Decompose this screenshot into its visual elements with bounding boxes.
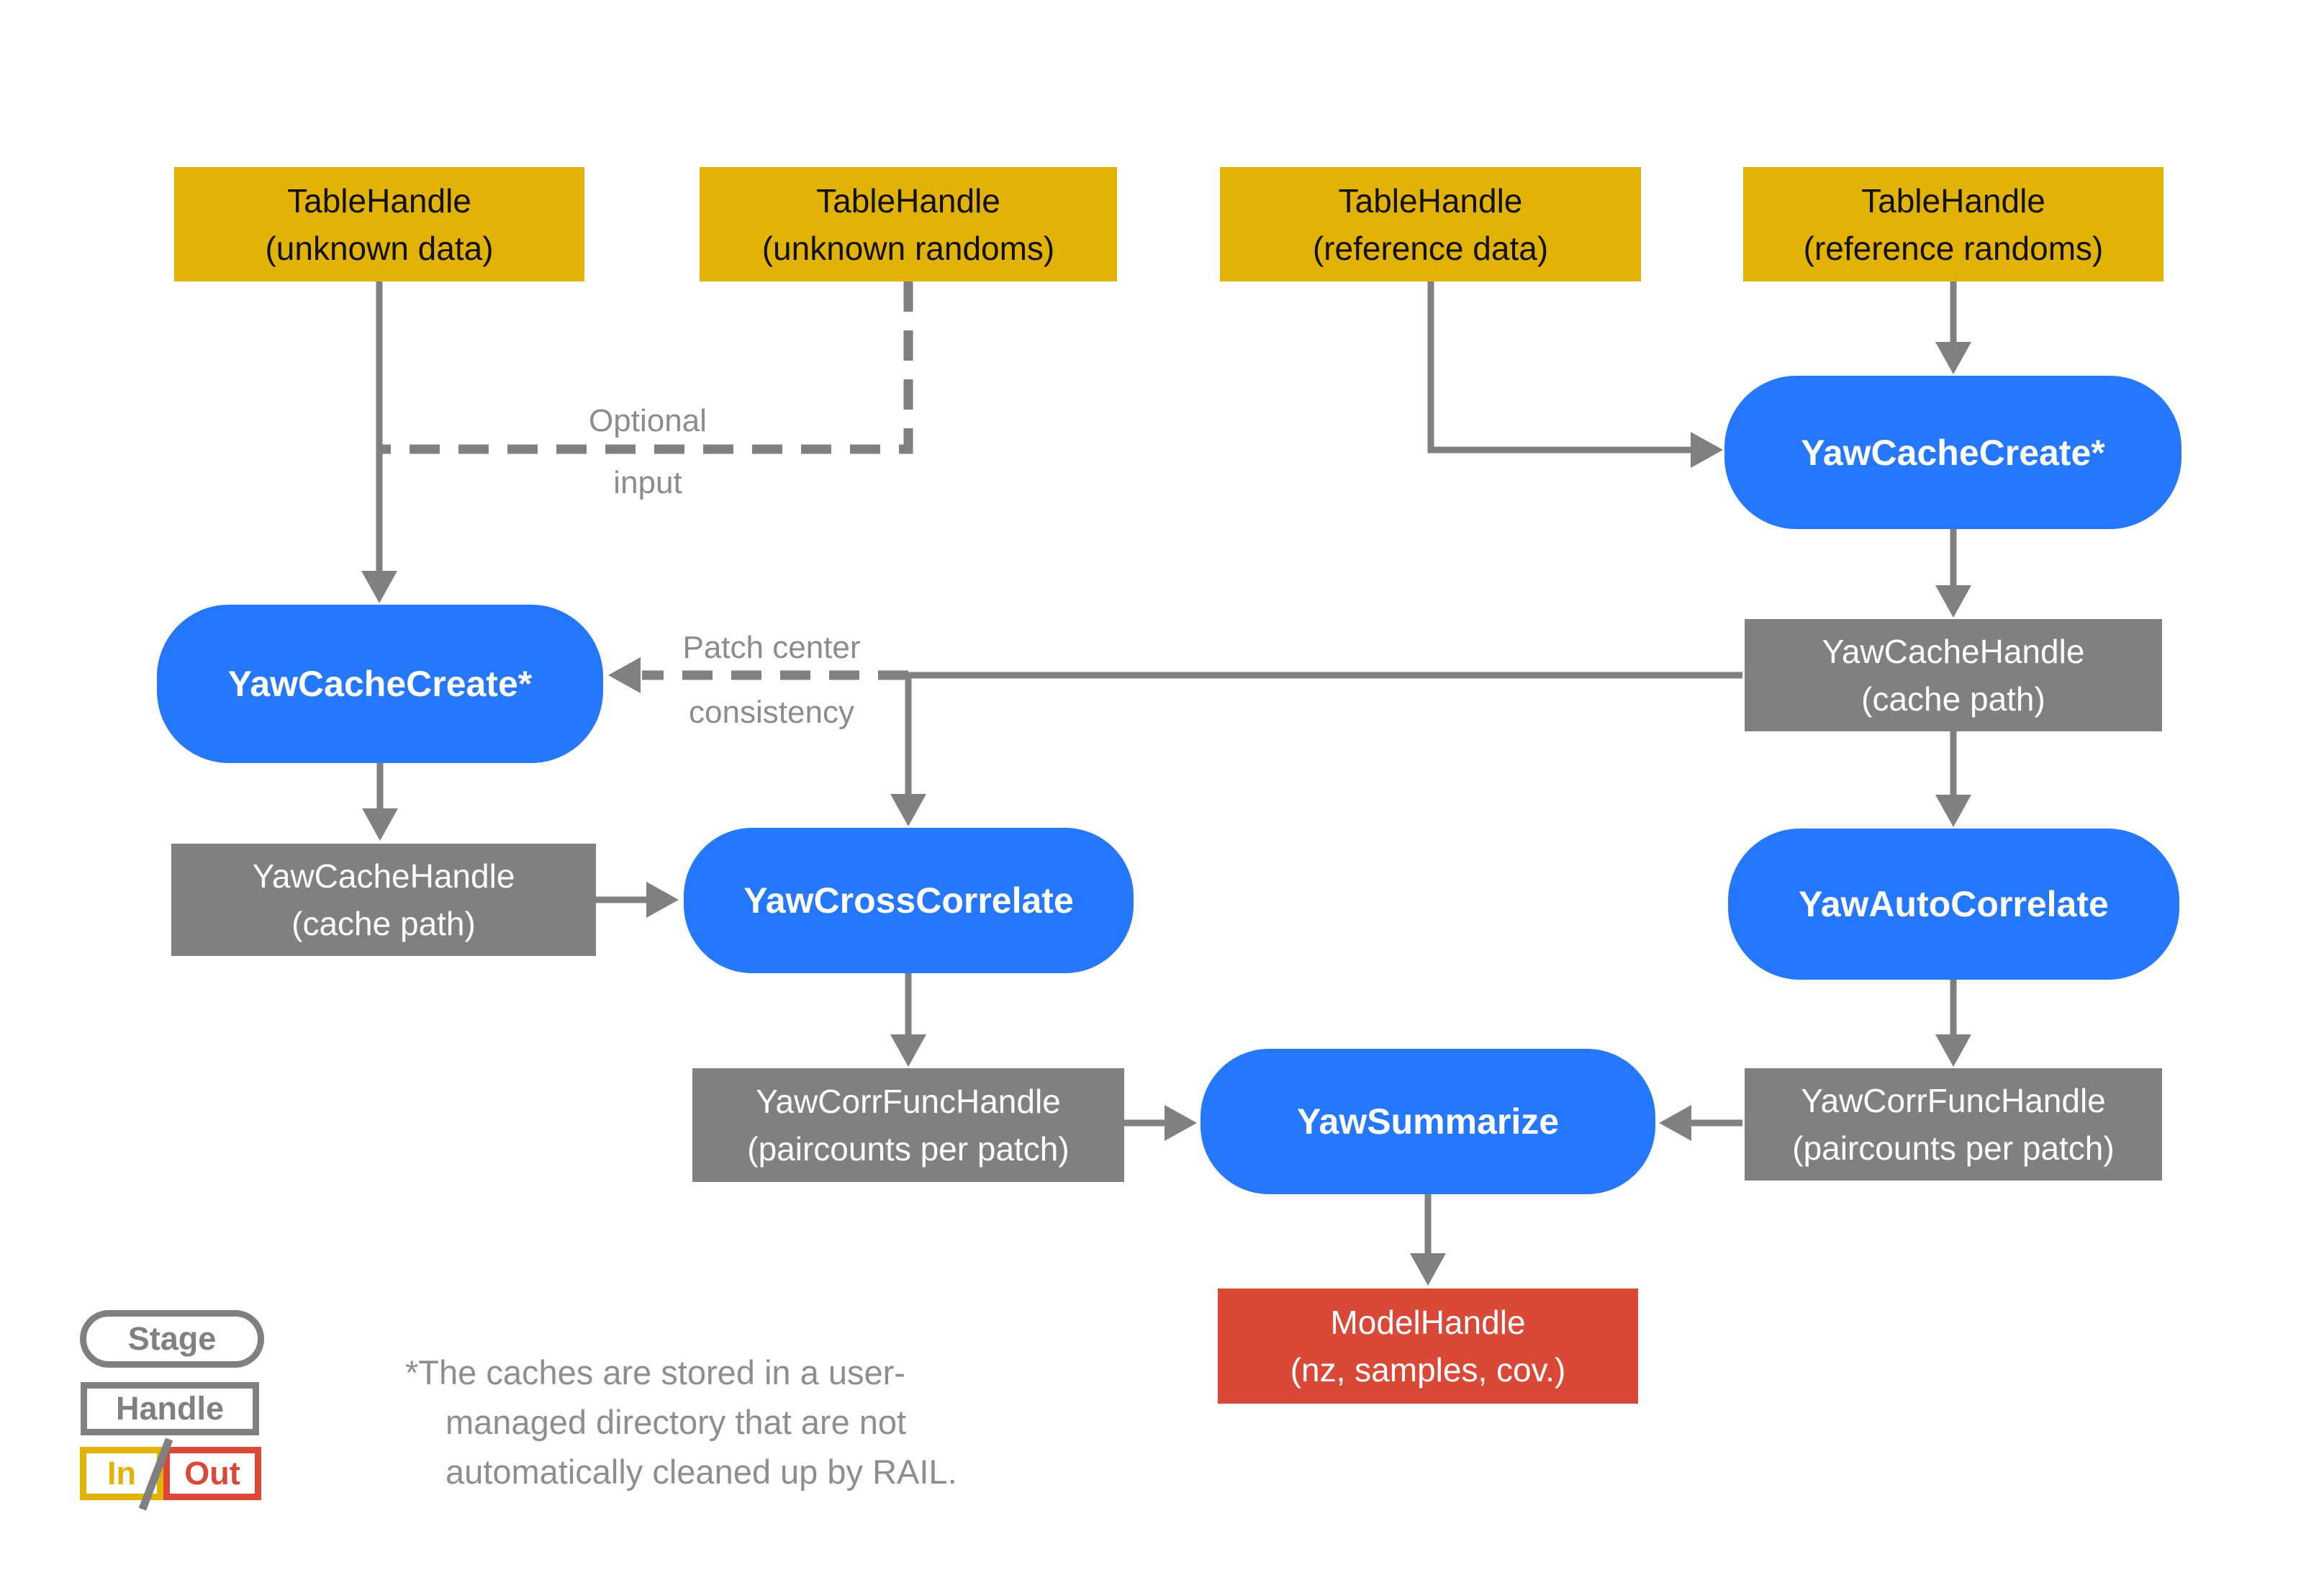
edge-summarize-to-model-handle xyxy=(1410,1194,1446,1286)
edge-cache-handle-left-to-cross-correlate xyxy=(596,882,679,918)
edge-reference-data-to-cache-create-right xyxy=(1427,281,1723,468)
node-title: TableHandle xyxy=(1861,181,2045,220)
node-subtitle: (paircounts per patch) xyxy=(747,1130,1070,1168)
node-subtitle: (cache path) xyxy=(291,905,476,942)
edge-label-patch-center: Patch center xyxy=(682,630,861,665)
node-title: YawCacheHandle xyxy=(252,857,515,895)
footnote-line: automatically cleaned up by RAIL. xyxy=(446,1453,957,1491)
node-subtitle: (reference randoms) xyxy=(1803,229,2104,267)
node-title: YawCrossCorrelate xyxy=(743,880,1074,921)
node-title: ModelHandle xyxy=(1330,1304,1526,1341)
edge-label-optional: Optional xyxy=(589,403,707,438)
node-table-handle-reference-data: TableHandle (reference data) xyxy=(1220,167,1641,281)
node-title: YawCacheHandle xyxy=(1822,633,2085,670)
legend-out-label: Out xyxy=(184,1455,240,1491)
footnote-line: managed directory that are not xyxy=(446,1403,907,1441)
node-title: YawSummarize xyxy=(1296,1101,1560,1142)
legend-stage-swatch: Stage xyxy=(80,1310,264,1368)
node-title: YawCacheCreate* xyxy=(1801,432,2105,473)
edge-branch-to-cross-correlate xyxy=(890,675,926,826)
node-title: YawAutoCorrelate xyxy=(1799,884,2109,924)
node-yaw-cache-create-right: YawCacheCreate* xyxy=(1724,376,2181,529)
node-subtitle: (unknown data) xyxy=(265,229,494,267)
node-title: YawCorrFuncHandle xyxy=(756,1083,1061,1120)
edge-cross-correlate-to-corr-func-left xyxy=(890,973,926,1067)
edge-cache-handle-right-to-auto-correlate xyxy=(1935,731,1971,827)
node-subtitle: (cache path) xyxy=(1861,680,2045,718)
node-table-handle-unknown-randoms: TableHandle (unknown randoms) xyxy=(700,167,1117,281)
node-yaw-cache-create-left: YawCacheCreate* xyxy=(157,605,603,763)
node-title: YawCorrFuncHandle xyxy=(1801,1082,2106,1119)
edge-label-input: input xyxy=(613,465,682,500)
node-subtitle: (reference data) xyxy=(1312,229,1549,267)
legend-stage-label: Stage xyxy=(127,1320,217,1357)
node-title: TableHandle xyxy=(287,181,471,220)
footnote: *The caches are stored in a user- manage… xyxy=(405,1348,957,1497)
edge-unknown-data-to-cache-create-left xyxy=(361,281,397,603)
node-subtitle: (unknown randoms) xyxy=(761,229,1055,267)
legend-in-label: In xyxy=(107,1455,136,1491)
node-yaw-cross-correlate: YawCrossCorrelate xyxy=(684,828,1134,973)
node-yaw-corr-func-handle-left: YawCorrFuncHandle (paircounts per patch) xyxy=(692,1068,1124,1182)
edge-label-consistency: consistency xyxy=(689,695,854,730)
node-yaw-cache-handle-right: YawCacheHandle (cache path) xyxy=(1745,619,2162,731)
legend-handle-label: Handle xyxy=(115,1390,225,1427)
edge-corr-func-right-to-summarize xyxy=(1659,1105,1742,1141)
edge-unknown-randoms-optional-input-dashed xyxy=(379,281,913,454)
edge-patch-center-consistency xyxy=(608,657,1742,693)
node-yaw-auto-correlate: YawAutoCorrelate xyxy=(1728,829,2179,980)
node-model-handle: ModelHandle (nz, samples, cov.) xyxy=(1218,1289,1638,1404)
edge-auto-correlate-to-corr-func-right xyxy=(1935,980,1971,1067)
legend-out-swatch: Out xyxy=(163,1447,261,1500)
node-subtitle: (paircounts per patch) xyxy=(1792,1129,2115,1167)
footnote-asterisk: * xyxy=(405,1353,419,1391)
node-table-handle-reference-randoms: TableHandle (reference randoms) xyxy=(1743,167,2164,281)
node-yaw-corr-func-handle-right: YawCorrFuncHandle (paircounts per patch) xyxy=(1745,1068,2162,1181)
node-yaw-cache-handle-left: YawCacheHandle (cache path) xyxy=(171,844,596,956)
node-subtitle: (nz, samples, cov.) xyxy=(1290,1351,1566,1389)
edge-reference-randoms-to-cache-create-right xyxy=(1935,281,1971,374)
edge-cache-create-right-to-cache-handle-right xyxy=(1935,529,1971,618)
node-title: TableHandle xyxy=(816,181,1000,220)
node-table-handle-unknown-data: TableHandle (unknown data) xyxy=(174,167,584,281)
edge-corr-func-left-to-summarize xyxy=(1123,1105,1197,1141)
footnote-line: *The caches are stored in a user- xyxy=(405,1353,905,1391)
edge-cache-create-left-to-cache-handle-left xyxy=(362,763,398,841)
legend-handle-swatch: Handle xyxy=(81,1382,259,1435)
node-yaw-summarize: YawSummarize xyxy=(1201,1049,1655,1194)
node-title: TableHandle xyxy=(1338,181,1523,220)
node-title: YawCacheCreate* xyxy=(227,664,533,704)
